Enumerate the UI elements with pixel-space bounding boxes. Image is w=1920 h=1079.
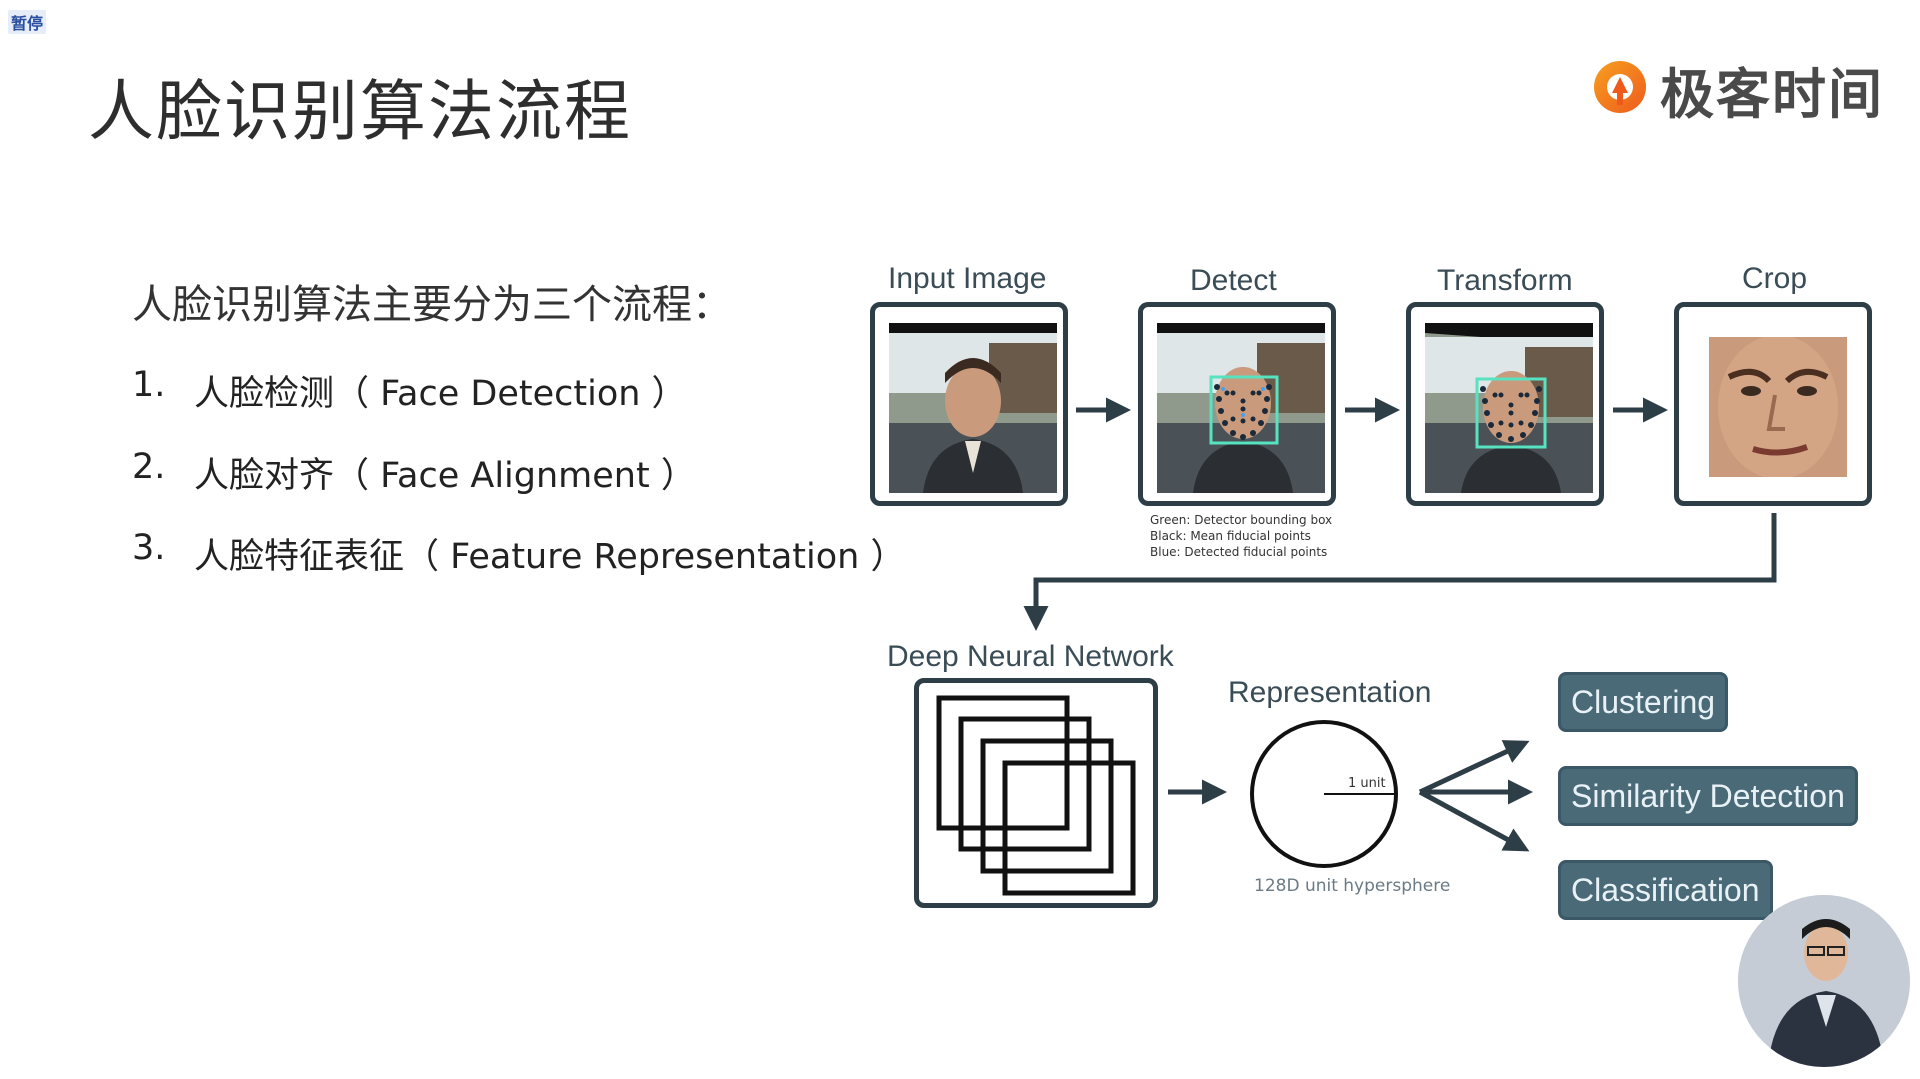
stage-box-input [870,302,1068,506]
stage-label-input: Input Image [888,262,1047,295]
output-similarity-detection: Similarity Detection [1558,766,1858,826]
list-item-text: 人脸特征表征（ Feature Representation ） [194,537,906,577]
detect-legend: Green: Detector bounding box Black: Mean… [1150,512,1332,560]
detect-photo [1157,323,1325,493]
list-item-number: 2. [132,447,166,487]
stage-label-transform: Transform [1437,264,1573,297]
arrow-to-clustering [1418,740,1530,795]
dnn-layers-icon [936,695,1136,896]
legend-line: Blue: Detected fiducial points [1150,545,1328,559]
legend-line: Black: Mean fiducial points [1150,529,1311,543]
intro-text: 人脸识别算法主要分为三个流程： [132,282,732,328]
list-item: 2. 人脸对齐（ Face Alignment ） [132,447,696,498]
legend-line: Green: Detector bounding box [1150,513,1333,527]
list-item-number: 1. [132,365,166,405]
list-item-text: 人脸检测（ Face Detection ） [194,374,687,414]
stage-box-crop [1674,302,1872,506]
hypersphere-icon [1250,720,1398,868]
arrow-to-classification [1418,789,1530,852]
stage-label-crop: Crop [1742,262,1808,295]
stage-box-transform [1406,302,1604,506]
list-item: 1. 人脸检测（ Face Detection ） [132,365,687,416]
geektime-logo-icon [1594,60,1646,113]
dnn-label: Deep Neural Network [887,640,1174,673]
crop-photo [1709,337,1847,477]
pause-badge[interactable]: 暂停 [8,10,47,34]
list-item: 3. 人脸特征表征（ Feature Representation ） [132,528,905,579]
transform-photo [1425,323,1593,493]
input-photo [889,323,1057,493]
unit-label: 1 unit [1348,776,1386,791]
representation-label: Representation [1228,676,1432,709]
list-item-number: 3. [132,528,166,568]
stage-label-detect: Detect [1190,264,1277,297]
aligned-face-image [1425,323,1593,493]
presenter-webcam [1738,895,1910,1067]
cropped-face-image [1709,337,1847,477]
output-classification: Classification [1558,860,1773,920]
hypersphere-label: 128D unit hypersphere [1254,876,1451,896]
presenter-video-frame [1738,895,1910,1067]
detected-face-image [1157,323,1325,493]
arrow-crop-to-dnn [1023,513,1777,631]
brand-logo: 极客时间 [1590,50,1884,129]
portrait-image [889,323,1057,493]
stage-box-detect [1138,302,1336,506]
list-item-text: 人脸对齐（ Face Alignment ） [194,456,696,496]
dnn-box [914,678,1158,908]
output-clustering: Clustering [1558,672,1729,732]
brand-logo-text: 极客时间 [1660,63,1884,126]
slide-title: 人脸识别算法流程 [88,73,632,150]
